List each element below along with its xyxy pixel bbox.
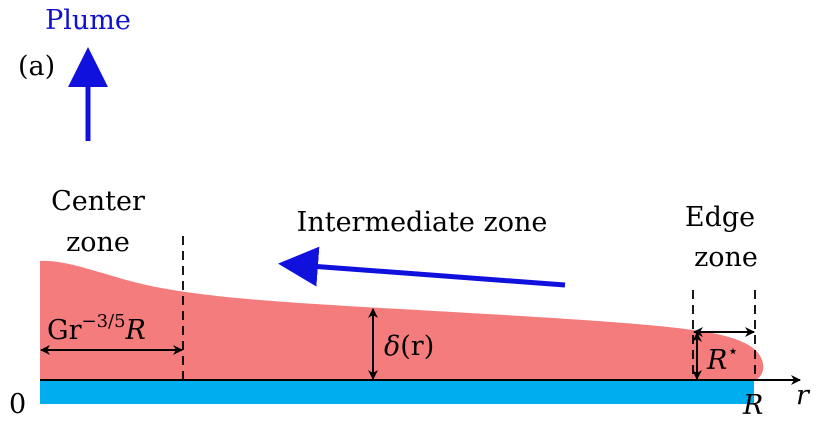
center-width-label: Gr−3/5R [47, 311, 146, 346]
boundary-layer-region [40, 260, 764, 381]
plate-edge-label: R [742, 390, 763, 421]
panel-label: (a) [18, 51, 55, 82]
center-zone-label-line2: zone [66, 227, 130, 258]
intermediate-zone-label: Intermediate zone [297, 207, 548, 238]
center-zone-label-line1: Center [51, 186, 145, 217]
edge-zone-label-line2: zone [694, 242, 758, 273]
edge-width-label: R⋆ [706, 341, 739, 376]
thickness-label: δ(r) [384, 331, 434, 362]
origin-label: 0 [9, 389, 26, 420]
edge-zone-label-line1: Edge [685, 202, 755, 233]
inflow-arrow [278, 246, 566, 288]
radial-axis-label: r [796, 380, 811, 411]
plume-label: Plume [45, 5, 131, 36]
heated-plate [40, 380, 754, 404]
